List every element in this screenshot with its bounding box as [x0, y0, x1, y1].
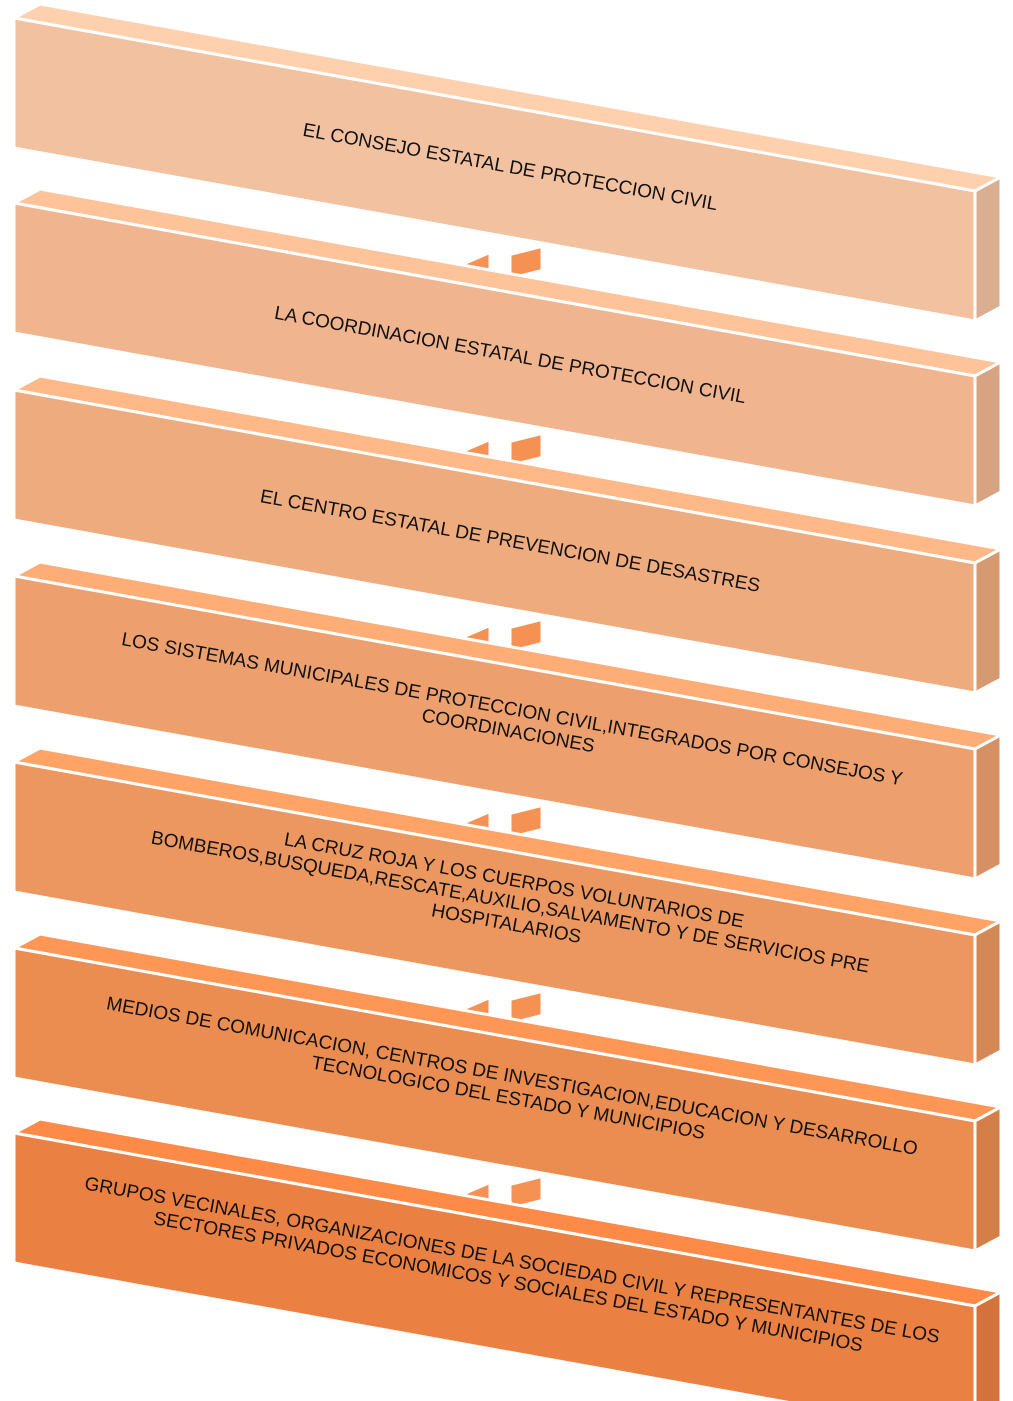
- arrow-right-flag: [508, 803, 544, 839]
- step-box-side-face: [973, 360, 1003, 508]
- step-box-side-face: [973, 919, 1003, 1067]
- step-box-6: [12, 932, 1003, 1253]
- arrow-right-flag: [508, 431, 544, 467]
- step-box-3: [12, 374, 1003, 695]
- arrow-right-flag: [508, 244, 544, 280]
- step-box-front-face: [12, 574, 977, 881]
- step-box-side-face: [973, 547, 1003, 695]
- step-box-7: [12, 1117, 1003, 1401]
- step-box-1: [12, 2, 1003, 323]
- step-box-5: [12, 746, 1003, 1067]
- arrow-right-flag: [508, 617, 544, 653]
- step-box-side-face: [973, 1290, 1003, 1401]
- step-box-4: [12, 560, 1003, 881]
- step-box-front-face: [12, 1131, 977, 1401]
- step-box-front-face: [12, 946, 977, 1253]
- step-box-2: [12, 187, 1003, 508]
- step-box-front-face: [12, 388, 977, 695]
- step-box-front-face: [12, 760, 977, 1067]
- step-box-side-face: [973, 1105, 1003, 1253]
- step-box-front-face: [12, 201, 977, 508]
- arrow-right-flag: [508, 1174, 544, 1210]
- arrow-right-flag: [508, 989, 544, 1025]
- step-box-side-face: [973, 733, 1003, 881]
- step-box-front-face: [12, 16, 977, 323]
- step-box-side-face: [973, 175, 1003, 323]
